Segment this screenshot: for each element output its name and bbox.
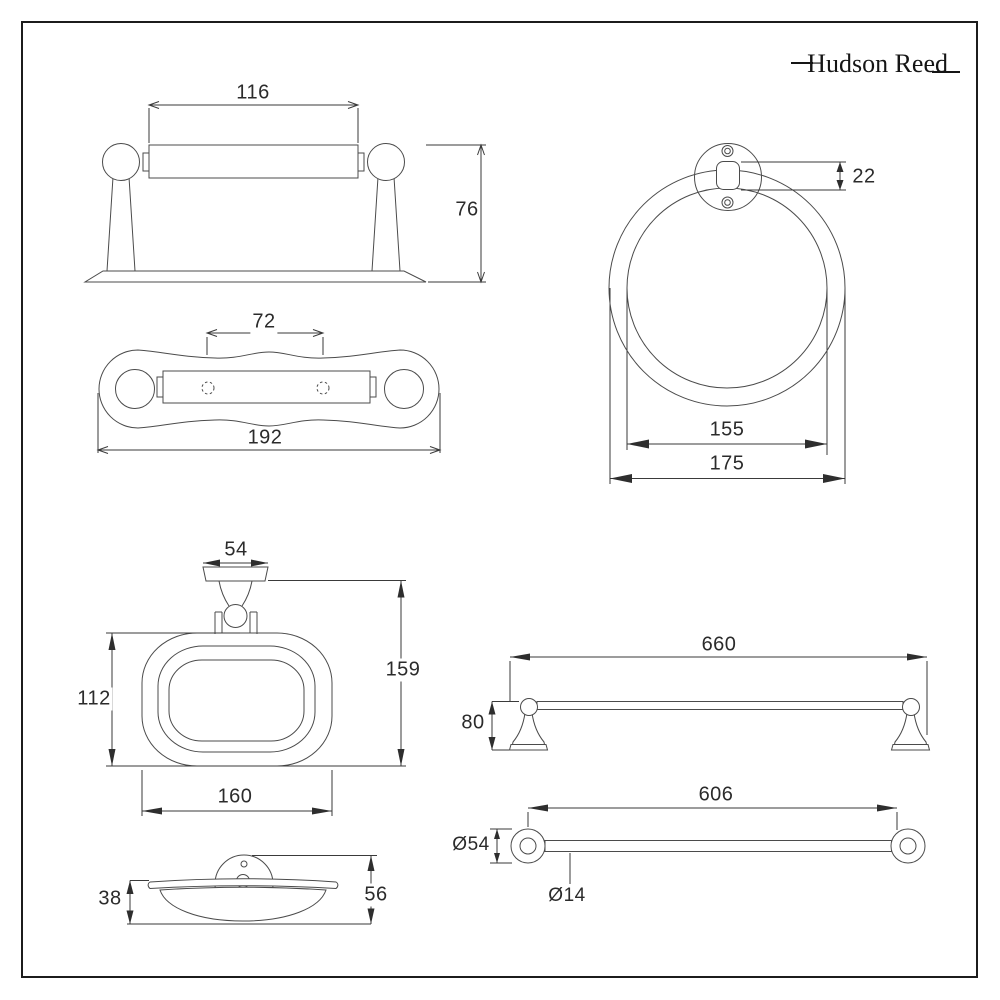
logo-right-rule-icon <box>932 71 960 73</box>
soap-dish-side-view <box>126 854 377 925</box>
page-border <box>21 21 978 978</box>
dim-label-dish-depth: 56 <box>362 883 390 907</box>
dim-label-roller-width: 116 <box>234 81 272 105</box>
soap-dish-front-view <box>106 559 406 816</box>
dim-label-dish-overall-h: 159 <box>383 658 423 682</box>
dim-label-screw-spacing: 72 <box>250 310 278 334</box>
dim-label-ring-bracket: 22 <box>850 165 878 189</box>
dim-label-dish-bracket: 54 <box>222 538 250 562</box>
dim-label-flange-diameter: Ø54 <box>450 834 492 856</box>
towel-bar-front-view <box>488 653 931 751</box>
dim-label-dish-height: 112 <box>75 687 113 711</box>
dim-label-bar-diameter: Ø14 <box>546 885 588 907</box>
towel-ring-view <box>608 143 846 484</box>
dim-label-dish-width: 160 <box>215 785 255 809</box>
dim-label-post-height: 80 <box>459 711 487 735</box>
roll-holder-top-view <box>96 329 442 454</box>
dim-label-bowl-depth: 38 <box>96 887 124 911</box>
roll-holder-front-view <box>83 101 486 284</box>
dim-label-ring-outer: 175 <box>707 452 747 476</box>
brand-logo: Hudson Reed <box>791 49 960 79</box>
logo-left-rule-icon <box>791 62 814 64</box>
brand-name: Hudson Reed <box>807 49 948 78</box>
dim-label-holder-height: 76 <box>453 198 481 222</box>
dim-label-holder-length: 192 <box>245 426 285 450</box>
dim-label-bar-length: 660 <box>699 633 739 657</box>
dim-label-fixing-centres: 606 <box>696 783 736 807</box>
towel-bar-top-view <box>490 804 926 884</box>
dim-label-ring-inner: 155 <box>707 418 747 442</box>
